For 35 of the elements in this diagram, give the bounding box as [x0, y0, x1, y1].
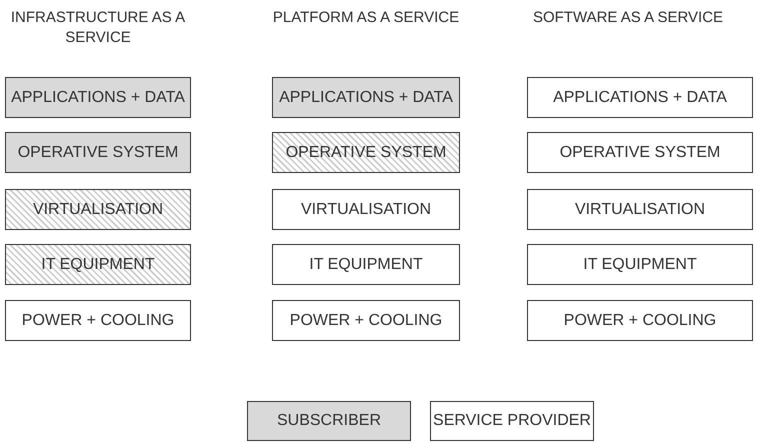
layer-label: APPLICATIONS + DATA	[553, 88, 727, 106]
layer-box	[272, 189, 460, 230]
layer-box	[272, 77, 460, 118]
layer-box	[527, 132, 753, 173]
layer-box	[527, 244, 753, 285]
layer-box	[527, 189, 753, 230]
layer-box	[527, 300, 753, 341]
layer-label: VIRTUALISATION	[300, 200, 432, 218]
layer-label: VIRTUALISATION	[32, 200, 164, 218]
layer-label: VIRTUALISATION	[574, 200, 706, 218]
layer-box	[5, 77, 191, 118]
layer-label: POWER + COOLING	[22, 312, 174, 330]
layer-label: IT EQUIPMENT	[41, 256, 155, 274]
layer-box	[5, 132, 191, 173]
layer-box	[272, 244, 460, 285]
layer-box	[527, 77, 753, 118]
layer-label: OPERATIVE SYSTEM	[560, 144, 720, 162]
layer-label: APPLICATIONS + DATA	[11, 88, 185, 106]
layer-label: POWER + COOLING	[290, 312, 442, 330]
layer-label: APPLICATIONS + DATA	[279, 88, 453, 106]
layer-label: POWER + COOLING	[564, 312, 716, 330]
column-heading: SOFTWARE AS A SERVICE	[532, 8, 724, 28]
layer-box	[5, 300, 191, 341]
layer-box	[272, 132, 460, 173]
layer-label: IT EQUIPMENT	[309, 256, 423, 274]
layer-box	[5, 244, 191, 285]
layer-label: IT EQUIPMENT	[583, 256, 697, 274]
legend-label: SUBSCRIBER	[276, 412, 382, 430]
layer-label: OPERATIVE SYSTEM	[18, 144, 178, 162]
layer-label: OPERATIVE SYSTEM	[286, 144, 446, 162]
layer-box	[272, 300, 460, 341]
layer-box	[5, 189, 191, 230]
legend-label: SERVICE PROVIDER	[433, 412, 591, 430]
column-heading: INFRASTRUCTURE AS A SERVICE	[10, 8, 186, 48]
column-heading: PLATFORM AS A SERVICE	[272, 8, 460, 28]
